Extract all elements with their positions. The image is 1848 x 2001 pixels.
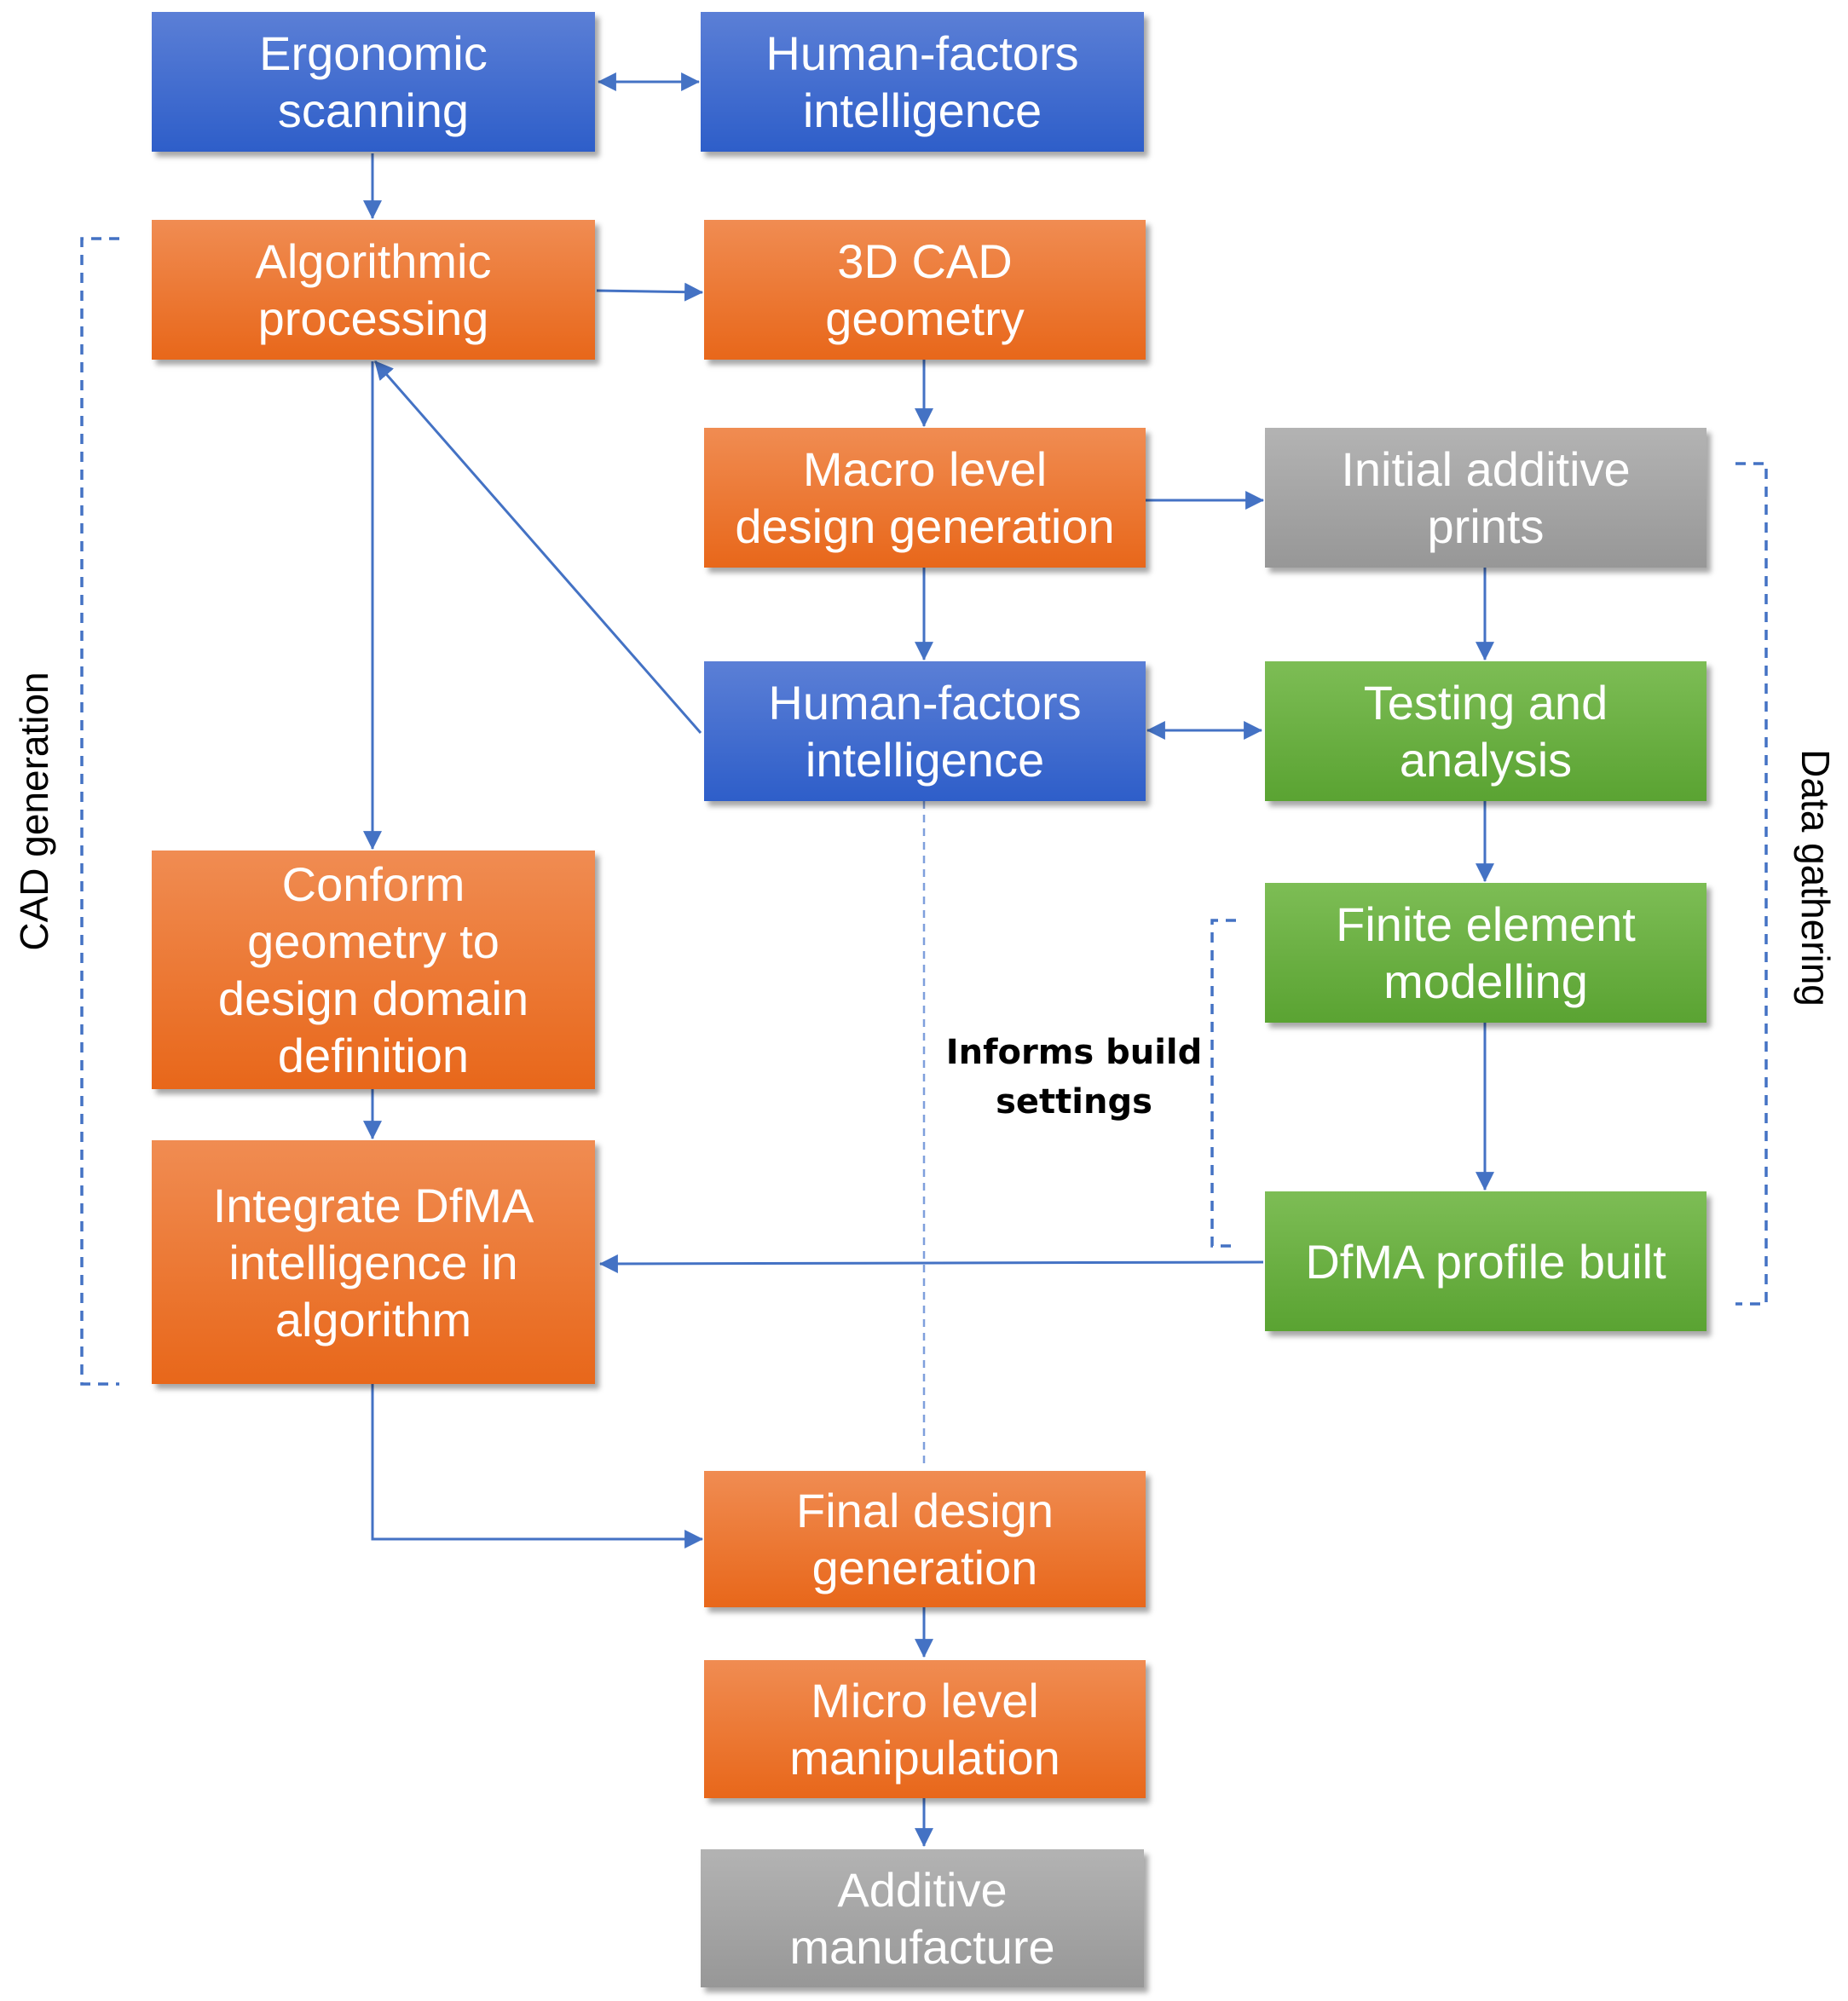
label-informs-build-settings: Informs build settings <box>945 1033 1203 1122</box>
arrow-algorithmic-cad <box>596 282 704 302</box>
node-ergonomic-scanning: Ergonomic scanning <box>152 12 595 152</box>
node-dfma-profile-built: DfMA profile built <box>1265 1191 1707 1331</box>
label-data-gathering: Data gathering <box>1793 749 1838 1006</box>
node-macro-level-design-generation: Macro level design generation <box>704 428 1146 568</box>
bracket-build-settings <box>1210 919 1236 1248</box>
node-final-design-generation: Final design generation <box>704 1471 1146 1607</box>
bracket-cad-generation <box>80 237 119 1386</box>
node-conform-geometry: Conform geometry to design domain defini… <box>152 851 595 1089</box>
arrow-humanfactors-algorithmic <box>373 360 702 734</box>
label-cad-generation: CAD generation <box>12 672 56 951</box>
node-integrate-dfma-intelligence: Integrate DfMA intelligence in algorithm <box>152 1140 595 1384</box>
node-finite-element-modelling: Finite element modelling <box>1265 883 1707 1023</box>
node-testing-and-analysis: Testing and analysis <box>1265 661 1707 801</box>
bracket-data-gathering <box>1735 462 1768 1306</box>
node-initial-additive-prints: Initial additive prints <box>1265 428 1707 568</box>
arrow-integrate-final <box>371 1384 704 1548</box>
node-3d-cad-geometry: 3D CAD geometry <box>704 220 1146 360</box>
node-human-factors-intelligence-top: Human-factors intelligence <box>701 12 1144 152</box>
node-human-factors-intelligence-mid: Human-factors intelligence <box>704 661 1146 801</box>
arrow-dfma-integrate <box>598 1254 1264 1273</box>
node-algorithmic-processing: Algorithmic processing <box>152 220 595 360</box>
node-micro-level-manipulation: Micro level manipulation <box>704 1660 1146 1798</box>
node-additive-manufacture: Additive manufacture <box>701 1849 1144 1987</box>
